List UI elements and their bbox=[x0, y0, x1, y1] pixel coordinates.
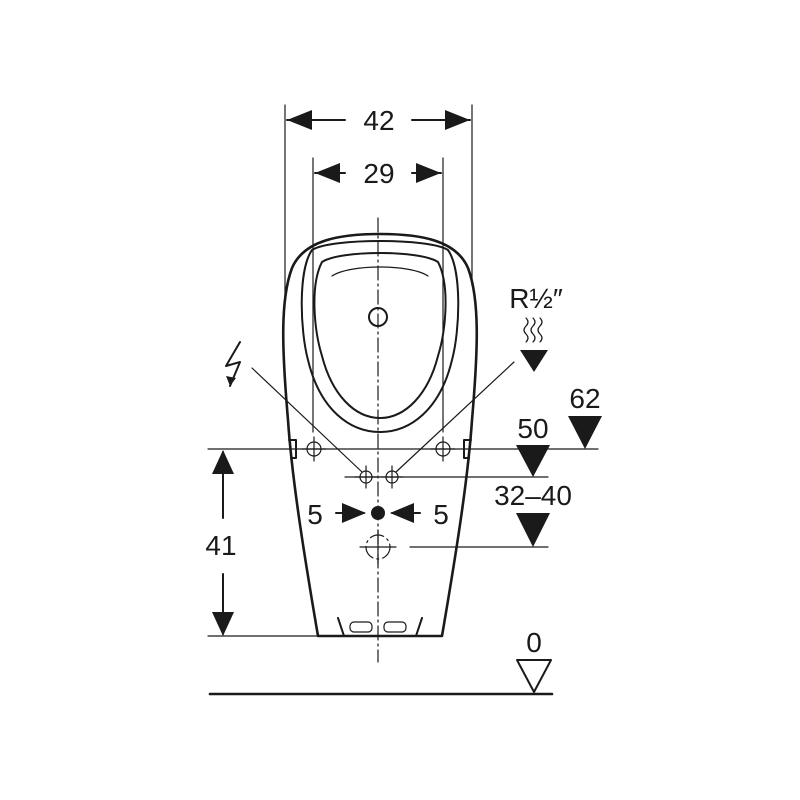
urinal-outlet-slot-right bbox=[383, 621, 407, 633]
urinal-inner-rim bbox=[300, 240, 460, 433]
outlet-connection-point bbox=[359, 529, 397, 565]
dimension-41: 41 bbox=[205, 450, 237, 636]
dimension-42: 42 bbox=[286, 105, 471, 136]
dimension-41-label: 41 bbox=[205, 530, 236, 561]
urinal-bowl bbox=[313, 252, 447, 419]
urinal-outlet bbox=[337, 617, 423, 637]
urinal-outer-shell bbox=[281, 232, 479, 638]
dimension-5-left: 5 bbox=[307, 499, 366, 530]
level-marker-floor: 0 bbox=[516, 627, 552, 693]
urinal-body bbox=[281, 232, 479, 638]
fixing-point-left bbox=[301, 436, 327, 462]
water-connection-point bbox=[380, 465, 404, 489]
level-marker-32-40: 32–40 bbox=[494, 480, 572, 547]
level-marker-50: 50 bbox=[516, 413, 550, 477]
level-62-label: 62 bbox=[569, 383, 600, 414]
fixing-point-right bbox=[430, 436, 456, 462]
urinal-bowl-highlight bbox=[331, 266, 429, 277]
thread-size-label: R½″ bbox=[509, 283, 563, 314]
dimension-29-label: 29 bbox=[363, 158, 394, 189]
level-marker-62: 62 bbox=[568, 383, 602, 449]
hot-water-icon bbox=[520, 317, 548, 372]
leader-electric bbox=[251, 367, 363, 473]
dimension-42-label: 42 bbox=[363, 105, 394, 136]
level-50-label: 50 bbox=[517, 413, 548, 444]
floor-level-label: 0 bbox=[526, 627, 542, 658]
center-reference-dot bbox=[371, 506, 385, 520]
leader-water bbox=[395, 361, 515, 473]
dimension-29: 29 bbox=[314, 158, 442, 189]
electric-connection-point bbox=[354, 465, 378, 489]
offset-left-label: 5 bbox=[307, 499, 323, 530]
dimension-5-right: 5 bbox=[390, 499, 449, 530]
level-32-40-label: 32–40 bbox=[494, 480, 572, 511]
offset-right-label: 5 bbox=[433, 499, 449, 530]
lightning-bolt-icon bbox=[225, 341, 241, 387]
urinal-outlet-slot-left bbox=[349, 621, 373, 633]
